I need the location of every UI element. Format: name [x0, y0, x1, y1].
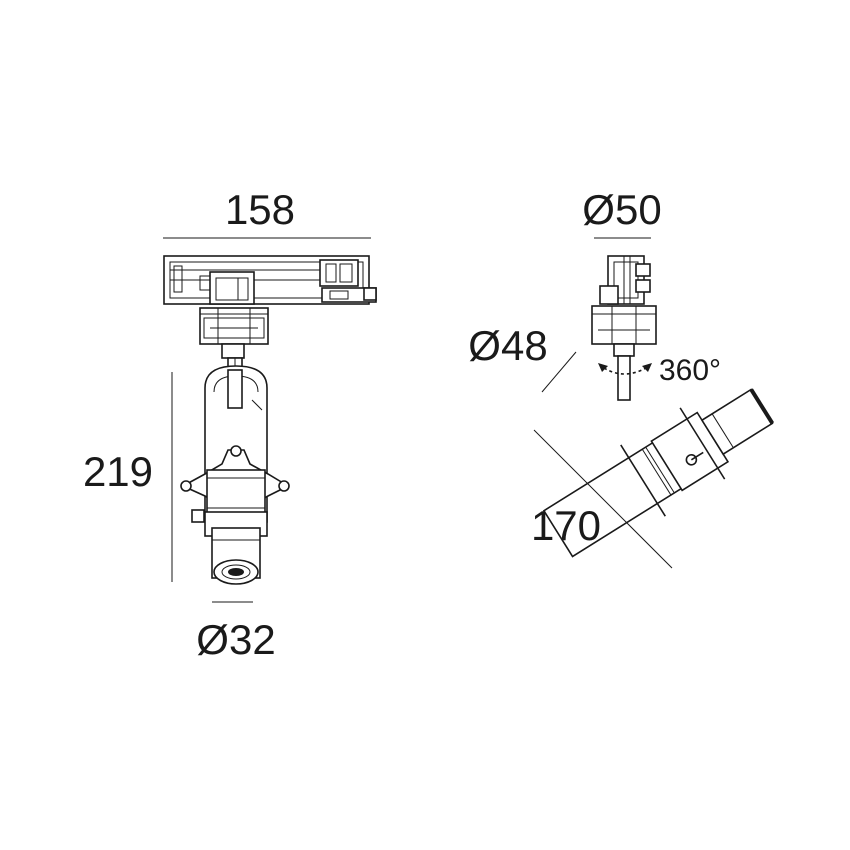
front-width-dimension: 158: [163, 186, 371, 239]
side-length-label: 170: [531, 502, 601, 549]
side-body-diameter-label: Ø48: [468, 322, 547, 369]
front-height-dimension: 219: [83, 372, 173, 582]
side-track-adapter: [599, 255, 651, 305]
side-collar: [591, 305, 657, 401]
front-lens-diameter-label: Ø32: [196, 616, 275, 663]
front-width-label: 158: [225, 186, 295, 233]
front-flange: [180, 445, 290, 523]
front-view: 158: [83, 186, 377, 663]
side-adapter-diameter-dimension: Ø50: [582, 186, 662, 239]
side-adapter-diameter-label: Ø50: [582, 186, 661, 233]
track-adapter: [163, 255, 377, 305]
side-view: Ø50 360°: [468, 186, 775, 569]
rotation-indicator: 360°: [598, 354, 721, 387]
front-lens-diameter-dimension: Ø32: [196, 601, 276, 663]
side-tilted-body: [542, 388, 775, 558]
side-length-dimension: 170: [531, 429, 673, 569]
side-body-diameter-dimension: Ø48: [468, 322, 577, 393]
front-lens-tube: [204, 511, 268, 585]
rotation-label: 360°: [659, 354, 721, 387]
front-height-label: 219: [83, 448, 153, 495]
front-collar: [199, 307, 269, 345]
